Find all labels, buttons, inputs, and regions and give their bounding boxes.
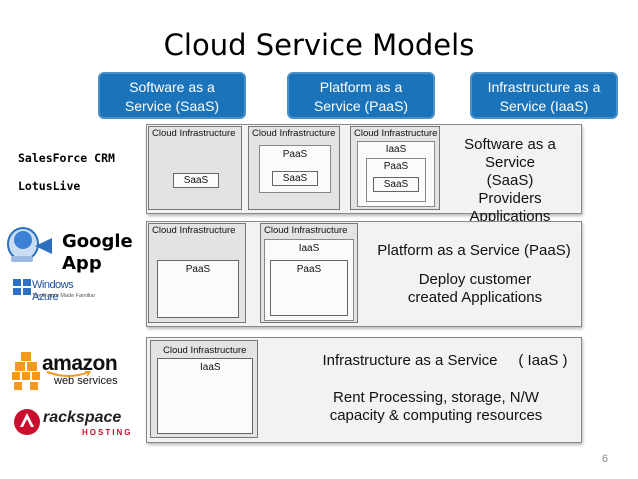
saas-stack-2: Cloud Infrastructure PaaS SaaS <box>248 126 340 210</box>
saas-layer: SaaS <box>173 173 219 188</box>
stack-title: Cloud Infrastructure <box>252 128 336 139</box>
desc-line: Providers <box>478 190 542 207</box>
saas-layer: SaaS <box>272 171 318 186</box>
aws-subtitle: web services <box>54 375 118 387</box>
stack-title: Cloud Infrastructure <box>152 128 236 139</box>
iaas-layer: IaaS <box>157 358 253 434</box>
iaas-layer-label: IaaS <box>298 243 320 254</box>
rackspace-subtitle: HOSTING <box>82 428 133 437</box>
saas-model-line2: Service (SaaS) <box>124 98 220 114</box>
paas-stack-1: Cloud Infrastructure PaaS <box>148 223 246 323</box>
amazon-wordmark: amazon <box>42 352 118 375</box>
desc-line: Rent Processing, storage, N/W <box>333 389 539 406</box>
stack-title: Cloud Infrastructure <box>152 225 236 236</box>
iaas-model-line1: Infrastructure as a <box>487 79 601 95</box>
iaas-model-box: Infrastructure as a Service (IaaS) <box>470 72 618 119</box>
page-title: Cloud Service Models <box>163 28 475 62</box>
iaas-heading: Infrastructure as a Service ( IaaS ) <box>322 352 568 369</box>
paas-description: Deploy customer created Applications <box>385 271 565 307</box>
google-label-line2: App <box>62 253 102 274</box>
rackspace-emblem-icon <box>14 409 40 435</box>
saas-stack-3: Cloud Infrastructure IaaS PaaS SaaS <box>350 126 440 210</box>
aws-cubes-icon <box>12 352 40 390</box>
slide-number: 6 <box>601 453 608 465</box>
iaas-stack-1: Cloud Infrastructure IaaS <box>150 340 258 438</box>
paas-layer-label: PaaS <box>282 149 308 160</box>
saas-description: Software as a Service (SaaS) Providers A… <box>440 136 580 226</box>
paas-container: PaaS SaaS <box>366 158 426 202</box>
paas-stack-2: Cloud Infrastructure IaaS PaaS <box>260 223 358 323</box>
paas-heading: Platform as a Service (PaaS) <box>377 242 571 259</box>
desc-line: Deploy customer <box>418 271 532 288</box>
desc-line: Software as a Service <box>464 136 556 171</box>
amazon-smile-icon <box>46 371 92 377</box>
rackspace-hosting-logo: rackspace HOSTING <box>12 406 130 442</box>
paas-model-line2: Service (PaaS) <box>313 98 409 114</box>
saas-model-line1: Software as a <box>129 79 215 95</box>
desc-line: Applications <box>469 208 551 225</box>
google-app-engine-icon <box>6 222 56 266</box>
paas-layer: PaaS <box>270 260 348 316</box>
paas-container: PaaS SaaS <box>259 145 331 193</box>
windows-flag-icon <box>13 279 31 295</box>
stack-title: Cloud Infrastructure <box>354 128 438 139</box>
windows-azure-logo: Windows Azure The Future Made Familiar <box>12 276 100 306</box>
desc-line: (SaaS) <box>486 172 534 189</box>
lotuslive-label: LotusLive <box>18 179 81 193</box>
desc-line: created Applications <box>407 289 543 306</box>
amazon-web-services-logo: amazon web services <box>12 348 130 394</box>
rackspace-wordmark: rackspace <box>43 409 122 426</box>
iaas-container: IaaS PaaS SaaS <box>357 141 435 207</box>
stack-title: Cloud Infrastructure <box>163 345 247 356</box>
salesforce-label: SalesForce CRM <box>18 151 115 165</box>
iaas-container: IaaS PaaS <box>264 239 354 321</box>
google-app-label: Google App <box>62 231 133 275</box>
azure-tagline: The Future Made Familiar <box>32 293 96 299</box>
iaas-layer-label: IaaS <box>385 144 407 155</box>
google-label-line1: Google <box>62 231 133 252</box>
stack-title: Cloud Infrastructure <box>264 225 348 236</box>
iaas-model-line2: Service (IaaS) <box>499 98 589 114</box>
paas-layer-label: PaaS <box>383 161 409 172</box>
iaas-description: Rent Processing, storage, N/W capacity &… <box>306 389 566 425</box>
desc-line: capacity & computing resources <box>329 407 543 424</box>
azure-wordmark: Windows Azure <box>32 279 74 303</box>
paas-model-line1: Platform as a <box>319 79 403 95</box>
saas-model-box: Software as a Service (SaaS) <box>98 72 246 119</box>
paas-layer: PaaS <box>157 260 239 318</box>
saas-stack-1: Cloud Infrastructure SaaS <box>148 126 242 210</box>
saas-layer: SaaS <box>373 177 419 192</box>
paas-model-box: Platform as a Service (PaaS) <box>287 72 435 119</box>
